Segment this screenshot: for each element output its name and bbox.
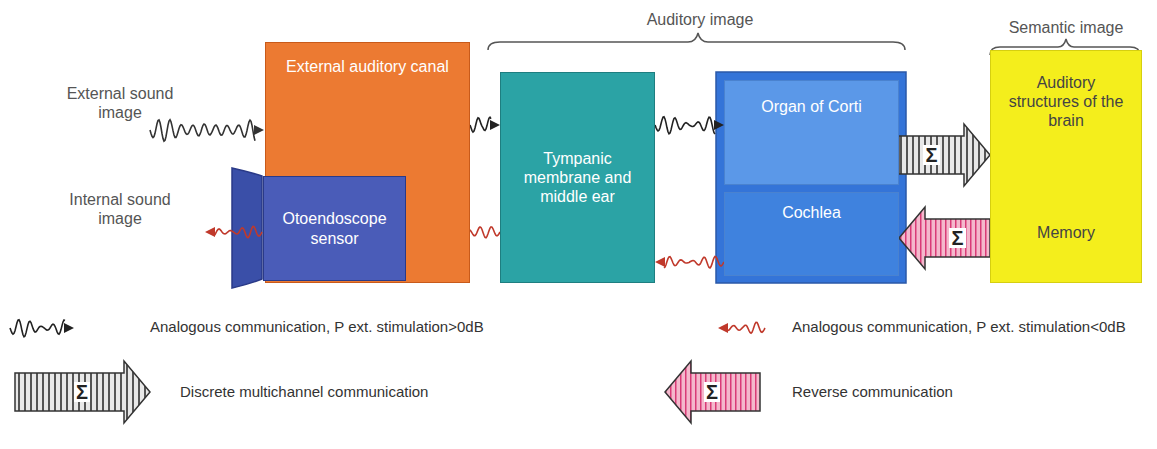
box-label: Tympanic membrane and middle ear — [511, 149, 644, 207]
process-box: Auditory structures of the brainMemory — [990, 50, 1142, 283]
sensor-funnel — [232, 168, 262, 288]
arrow-head — [64, 323, 74, 333]
box-label: Organ of Corti — [761, 97, 861, 116]
connector — [899, 124, 990, 186]
box-label: Memory — [1037, 223, 1095, 242]
sound-wave — [214, 226, 262, 237]
sigma-symbol: Σ — [923, 145, 939, 165]
sigma-symbol: Σ — [74, 382, 90, 402]
legend-text: Analogous communication, P ext. stimulat… — [150, 318, 484, 336]
cochlea-housing — [716, 72, 906, 283]
arrow-head — [490, 120, 500, 130]
legend-sample — [665, 361, 760, 423]
arrow-head — [254, 125, 264, 135]
sound-wave — [470, 117, 491, 132]
connector — [655, 257, 724, 268]
annotation: Auditory image — [600, 10, 800, 29]
connector — [470, 117, 500, 132]
legend-text: Analogous communication, P ext. stimulat… — [792, 318, 1126, 336]
process-box: Cochlea — [724, 192, 899, 276]
connector — [899, 207, 990, 269]
annotation: Internal sound image — [55, 190, 185, 228]
sound-wave — [664, 257, 724, 268]
legend-text: Discrete multichannel communication — [180, 383, 428, 401]
annotation: Semantic image — [990, 18, 1142, 37]
arrow-head — [718, 323, 728, 333]
signal-arrow — [899, 124, 990, 186]
signal-arrow — [899, 207, 990, 269]
annotation: External sound image — [55, 84, 185, 122]
legend-sample — [727, 322, 765, 333]
process-box: External auditory canalOtoendoscope sens… — [265, 42, 470, 283]
box-label: External auditory canal — [286, 57, 449, 76]
box-label: Otoendoscope sensor — [272, 209, 397, 247]
process-box: Tympanic membrane and middle ear — [500, 72, 655, 283]
process-box: Otoendoscope sensor — [263, 176, 406, 281]
connector — [655, 117, 724, 134]
arrow-head — [655, 257, 665, 267]
sigma-symbol: Σ — [704, 382, 720, 402]
legend-sample — [10, 320, 65, 337]
sound-wave — [655, 117, 715, 134]
legend-text: Reverse communication — [792, 383, 953, 401]
legend-sample — [15, 361, 150, 423]
bracket — [488, 33, 905, 50]
sigma-symbol: Σ — [949, 228, 965, 248]
box-label: Cochlea — [782, 203, 841, 222]
sound-wave — [150, 120, 255, 141]
arrow-head — [714, 120, 724, 130]
arrow-head — [205, 227, 215, 237]
process-box: Organ of Corti — [724, 80, 899, 185]
box-label: Auditory structures of the brain — [1001, 73, 1131, 131]
